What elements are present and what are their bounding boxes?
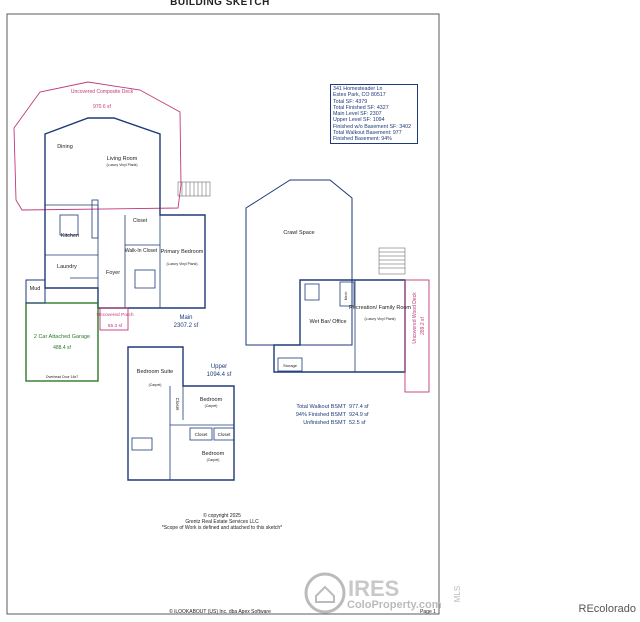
basement-interior-walls	[277, 280, 356, 372]
footer-scope: *Scope of Work is defined and attached t…	[162, 525, 282, 531]
summary-value-3: 52.5 sf	[349, 420, 366, 426]
room-walk-in-closet: Walk-In Closet	[125, 248, 158, 254]
ires-logo-house-icon	[304, 572, 346, 614]
garage-label: 2 Car Attached Garage	[34, 334, 90, 340]
info-line: Total Finished SF: 4327	[333, 104, 389, 111]
info-line: Estes Park, CO 80517	[333, 92, 386, 99]
info-line: 341 Homesteader Ln	[333, 86, 383, 92]
property-info-box: 341 Homesteader Ln Estes Park, CO 80517 …	[330, 84, 418, 144]
room-kitchen: Kitchen	[61, 233, 79, 239]
upper-suite-floor: (Carpet)	[149, 383, 162, 387]
info-line: Upper Level SF: 1094	[333, 117, 385, 124]
primary-floor: (Luxury Vinyl Plank)	[166, 262, 197, 266]
room-mud: Mud	[30, 286, 41, 292]
living-floor: (Luxury Vinyl Plank)	[106, 163, 137, 167]
summary-value-2: 924.9 sf	[349, 412, 369, 418]
porch-area: 65.3 sf	[108, 323, 123, 329]
wood-deck-area: 289.2 sf	[420, 316, 426, 334]
footer-company: Grentz Real Estate Services LLC	[185, 519, 259, 525]
mud-outline	[25, 279, 46, 304]
upper-level-name: Upper	[211, 364, 227, 370]
wood-deck-label: Uncovered Wood Deck	[412, 292, 418, 344]
sheet-border	[6, 13, 440, 615]
main-level-name: Main	[179, 315, 192, 321]
deck-area: 970.6 sf	[93, 104, 111, 110]
upper-bedroom-1: Bedroom	[200, 397, 223, 403]
ires-brand: IRES	[348, 576, 399, 601]
basement-stairs	[378, 247, 406, 275]
recreation-floor: (Luxury Vinyl Plank)	[364, 317, 395, 321]
info-line: Total Walkout Basement: 977	[333, 130, 402, 137]
upper-house-outline	[127, 346, 235, 481]
room-closet-main: Closet	[133, 218, 148, 224]
upper-closet-1: Closet	[175, 398, 180, 412]
info-line: Finished Basement: 94%	[333, 136, 392, 143]
deck-label: Uncovered Composite Deck	[71, 89, 134, 95]
footer-page: Page 1	[420, 609, 436, 615]
crawl-space-label: Crawl Space	[283, 230, 314, 236]
info-line: Main Level SF: 2307	[333, 111, 382, 118]
ires-logo: IRES ColoProperty.com MLS	[304, 572, 462, 614]
upper-bedroom-2: Bedroom	[202, 451, 225, 457]
summary-label-2: 94% Finished BSMT	[296, 412, 347, 418]
upper-interior-walls	[131, 386, 235, 480]
upper-bedroom-suite: Bedroom Suite	[137, 369, 173, 375]
summary-label-3: Unfinished BSMT	[303, 420, 346, 426]
footer-copyright: © copyright 2025	[203, 512, 241, 519]
recolorado-watermark: REcolorado	[578, 603, 636, 615]
upper-closet-3: Closet	[218, 432, 232, 437]
info-line: Finished w/o Basement SF: 3402	[333, 123, 412, 130]
porch-outline	[99, 307, 129, 331]
room-recreation: Recreation/ Family Room	[349, 305, 411, 311]
room-dining: Dining	[57, 144, 73, 150]
summary-label-1: Total Walkout BSMT	[296, 404, 346, 410]
upper-bedroom-2-floor: (Carpet)	[207, 458, 220, 462]
ires-mls: MLS	[453, 586, 462, 602]
ires-site: ColoProperty.com	[347, 599, 442, 611]
page-title: BUILDING SKETCH	[170, 0, 270, 8]
main-house-outline	[44, 117, 206, 309]
wood-deck-outline	[404, 279, 430, 393]
room-laundry: Laundry	[57, 264, 77, 270]
basement-summary: Total Walkout BSMT 977.4 sf 94% Finished…	[296, 404, 369, 426]
deck-stairs	[177, 181, 211, 197]
room-wet-bar: Wet Bar/ Office	[309, 319, 346, 325]
porch-label: Uncovered Porch	[96, 312, 133, 318]
house-icon	[315, 585, 335, 603]
main-level-area: 2307.2 sf	[174, 323, 199, 329]
footer-software: © iLOOKABOUT (US) Inc. dba Apex Software	[169, 608, 271, 615]
upper-level-area: 1094.4 sf	[207, 372, 232, 378]
room-storage: Storage	[283, 363, 298, 368]
garage-area: 488.4 sf	[53, 345, 71, 351]
upper-closet-2: Closet	[195, 432, 209, 437]
main-interior-walls	[45, 199, 161, 308]
room-primary-bedroom: Primary Bedroom	[161, 249, 204, 255]
summary-value-1: 977.4 sf	[349, 404, 369, 410]
deck-outline	[13, 81, 182, 211]
room-living: Living Room	[107, 156, 138, 162]
room-mech: Mech	[344, 292, 348, 301]
crawl-space-outline	[245, 179, 353, 346]
garage-outline	[25, 302, 99, 382]
garage-door: Overhead Door 16x7	[46, 375, 79, 379]
room-foyer: Foyer	[106, 270, 120, 276]
upper-bedroom-1-floor: (Carpet)	[205, 404, 218, 408]
info-line: Total SF: 4379	[333, 98, 368, 105]
